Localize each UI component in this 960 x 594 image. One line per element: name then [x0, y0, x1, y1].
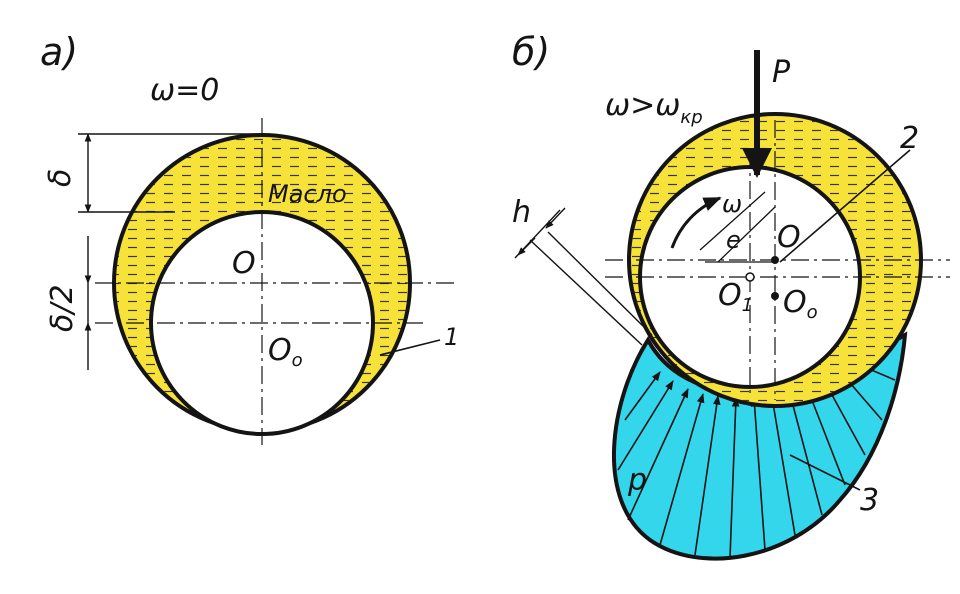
center-o0-dot [771, 292, 779, 300]
eccentricity-lines [699, 191, 776, 263]
centerlines-a [95, 118, 455, 445]
pressure-rays [617, 365, 896, 559]
gap-dimension [514, 207, 653, 346]
half-delta-label: δ/2 [45, 284, 80, 332]
center-o-label-a: O [232, 246, 256, 281]
rotation-omega-label: ω [722, 190, 742, 218]
center-o0-label-b: Oo [783, 285, 818, 323]
delta-label: δ [43, 169, 78, 187]
center-o1-dot [745, 272, 755, 282]
center-o1-label: O1 [718, 278, 753, 316]
omega-critical-label: ω>ωкр [605, 88, 703, 128]
callout-2-label: 2 [900, 121, 919, 156]
callout-2-leader [779, 149, 911, 263]
panel-a-label: а) [40, 30, 78, 74]
callout-3-label: 3 [860, 483, 879, 518]
center-o-dot [771, 256, 779, 264]
callout-1-leader [379, 339, 441, 356]
omega-zero-label: ω=0 [150, 73, 219, 108]
panel-b-label: б) [512, 30, 550, 74]
dimension-lines-a [78, 133, 262, 370]
oil-label: Масло [268, 180, 347, 208]
rotation-arrow [670, 196, 722, 249]
callout-3-leader [789, 454, 861, 491]
panel-b: б) ω>ωкр P ω e h O O1 Oo p 2 3 [512, 30, 950, 561]
center-o-label-b: O [777, 220, 801, 255]
center-o0-label-a: Oo [268, 333, 303, 371]
panel-a: а) ω=0 δ δ/2 Масло O Oo 1 [40, 30, 459, 445]
force-p-label: P [772, 55, 791, 90]
pressure-p-label: p [627, 463, 647, 498]
eccentricity-label: e [726, 226, 741, 254]
callout-1-label: 1 [444, 323, 459, 351]
gap-h-label: h [512, 195, 531, 230]
